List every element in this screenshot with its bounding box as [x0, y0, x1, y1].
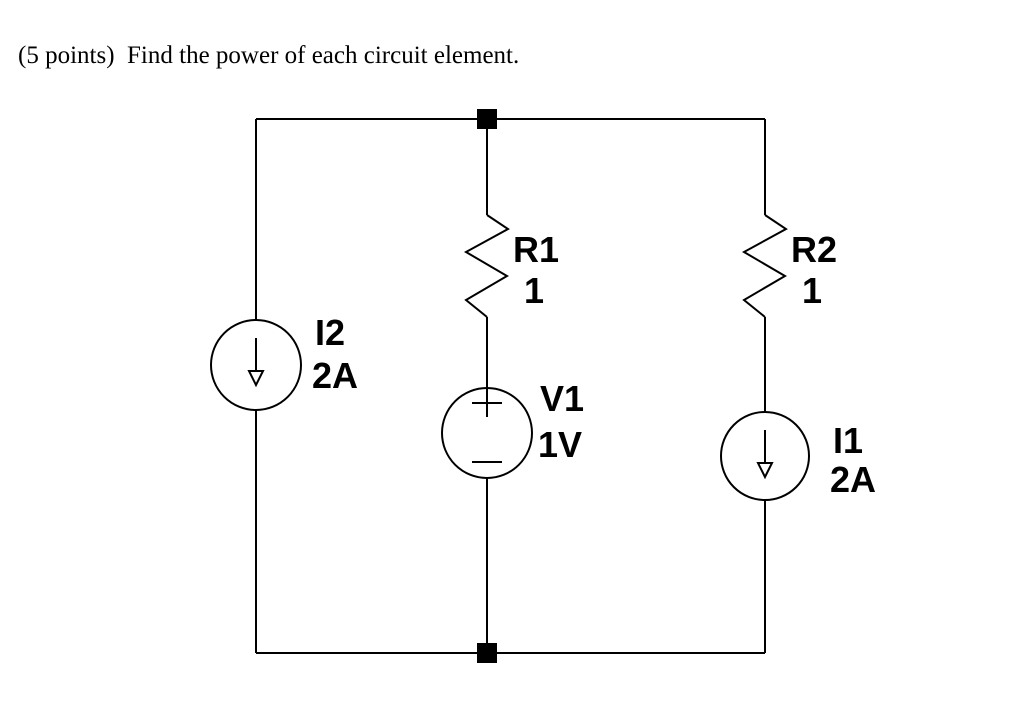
current-source-i1: I1 2A	[720, 411, 876, 501]
resistor-zigzag	[741, 214, 788, 318]
resistor-zigzag	[463, 214, 510, 318]
wires	[255, 118, 766, 654]
r1-label: R1	[513, 229, 559, 270]
voltage-source-v1: V1 1V	[441, 378, 584, 479]
arrow-down-icon	[756, 430, 774, 480]
resistor-r1: R1 1	[463, 214, 559, 318]
arrow-down-icon	[247, 338, 265, 388]
v1-value: 1V	[538, 424, 582, 465]
bottom-node-junction	[477, 643, 497, 663]
plus-icon	[472, 388, 502, 417]
resistor-r2: R2 1	[741, 214, 837, 318]
v1-label: V1	[540, 378, 584, 419]
current-source-i2: I2 2A	[210, 312, 358, 411]
r2-value: 1	[802, 270, 822, 311]
i2-label: I2	[315, 312, 345, 353]
i1-label: I1	[833, 420, 863, 461]
i2-value: 2A	[312, 355, 358, 396]
r1-value: 1	[524, 270, 544, 311]
i1-value: 2A	[830, 459, 876, 500]
r2-label: R2	[791, 229, 837, 270]
top-node-junction	[477, 109, 497, 129]
problem-statement: (5 points) Find the power of each circui…	[18, 42, 520, 69]
